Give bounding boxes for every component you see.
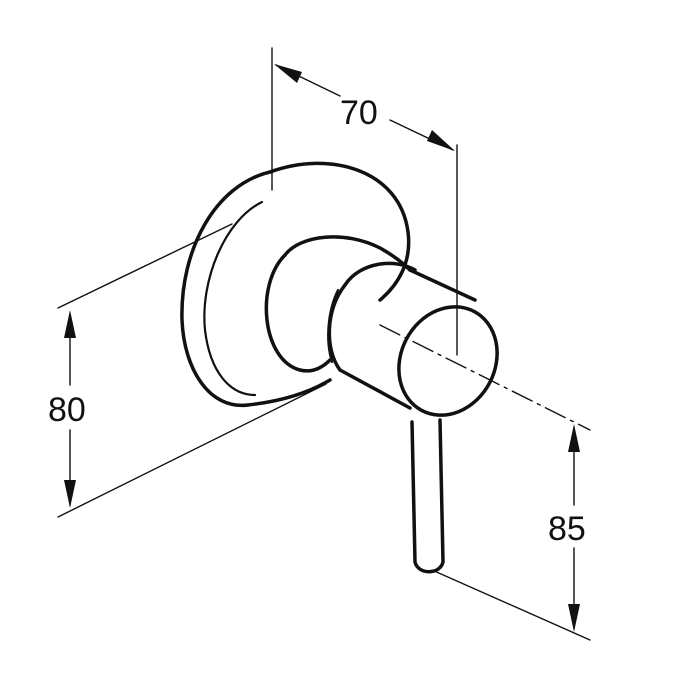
valve-body (264, 235, 412, 373)
arrowhead-70-right (427, 130, 455, 151)
arrowhead-80-top (64, 310, 76, 338)
dimension-label-70: 70 (340, 94, 378, 132)
handle-cylinder (327, 261, 499, 417)
arrowhead-85-bottom (568, 604, 580, 632)
axis-centre-line (379, 324, 591, 431)
dimension-label-85: 85 (548, 510, 586, 548)
lever-handle (410, 418, 445, 574)
arrowhead-70-left (274, 64, 302, 83)
extension-line-80-top (57, 223, 233, 309)
extension-line-85-bottom (431, 569, 591, 641)
rosette-plate (180, 161, 411, 408)
dimension-label-80: 80 (48, 391, 86, 429)
arrowhead-80-bottom (64, 480, 76, 508)
arrowhead-85-top (568, 424, 580, 452)
extension-line-80-bottom (57, 383, 327, 518)
